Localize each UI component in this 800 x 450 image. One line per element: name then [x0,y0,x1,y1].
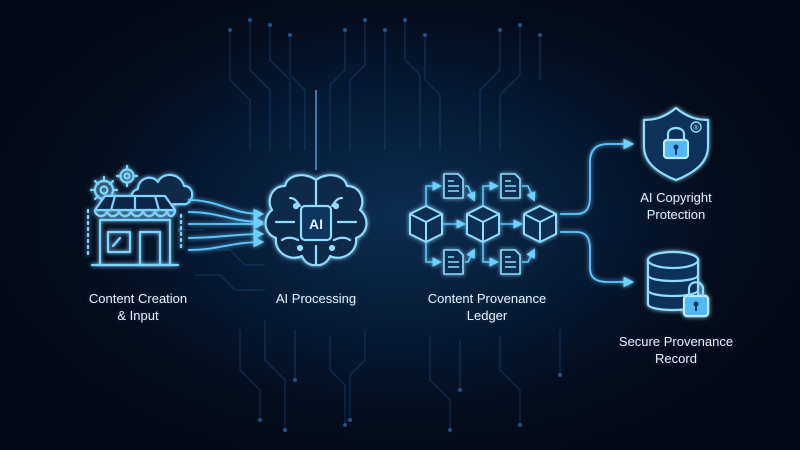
label-copyright-line1: AI Copyright [640,190,712,205]
document-icon [443,173,464,199]
output-arrows [560,138,635,288]
brain-ai-text: AI [309,216,323,232]
label-ledger-line1: Content Provenance [427,291,547,306]
ledger-chain [409,205,557,243]
ledger-documents [443,173,521,275]
storefront-icon [86,164,194,267]
brain-icon [264,174,368,267]
label-content-creation-line1: Content Creation [88,291,188,306]
label-record-line1: Secure Provenance [618,334,734,349]
ledger-block-3 [523,205,557,243]
label-ledger-line2: Ledger [466,308,508,323]
shield-lock-icon [642,106,710,182]
ledger-block-1 [409,205,443,243]
label-copyright: AI Copyright Protection [616,189,736,223]
label-record: Secure Provenance Record [606,333,746,367]
document-icon [500,249,521,275]
label-ledger: Content Provenance Ledger [412,290,562,324]
label-content-creation-line2: & Input [117,308,159,323]
document-icon [500,173,521,199]
ledger-block-2 [466,205,500,243]
document-icon [443,249,464,275]
label-ai-processing: AI Processing [256,290,376,307]
label-record-line2: Record [655,351,697,366]
ledger-connectors [425,181,536,267]
input-arrows [187,199,265,251]
label-copyright-line2: Protection [646,207,706,222]
database-lock-icon [646,250,710,318]
label-content-creation: Content Creation & Input [68,290,208,324]
registered-mark: ® [693,124,699,132]
label-ai-processing-line1: AI Processing [275,291,357,306]
